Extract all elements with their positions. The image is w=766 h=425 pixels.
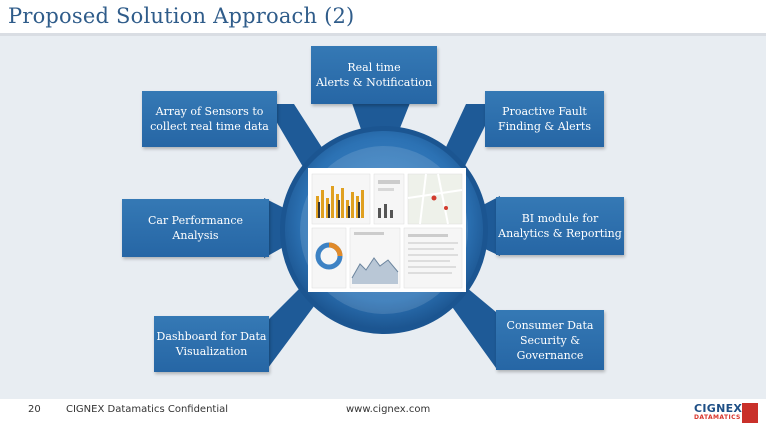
logo-mark-icon <box>742 403 758 423</box>
footer-url: www.cignex.com <box>346 404 431 415</box>
dashboard-screenshot <box>308 168 466 292</box>
slide-title: Proposed Solution Approach (2) <box>8 4 355 28</box>
box-consumer-data: Consumer Data Security & Governance <box>496 310 604 370</box>
box-bi-module: BI module for Analytics & Reporting <box>496 197 624 255</box>
logo-sub-text: DATAMATICS <box>694 414 741 421</box>
box-sensors: Array of Sensors to collect real time da… <box>142 91 277 147</box>
confidential-note: CIGNEX Datamatics Confidential <box>66 404 229 415</box>
title-divider <box>0 33 766 36</box>
page-number: 20 <box>28 404 41 415</box>
cignex-logo: CIGNEX DATAMATICS <box>694 402 762 424</box>
box-realtime-alerts: Real time Alerts & Notification <box>311 46 437 104</box>
logo-brand-text: CIGNEX <box>694 402 743 415</box>
box-car-performance: Car Performance Analysis <box>122 199 269 257</box>
box-proactive-fault: Proactive Fault Finding & Alerts <box>485 91 604 147</box>
box-dashboard: Dashboard for Data Visualization <box>154 316 269 372</box>
